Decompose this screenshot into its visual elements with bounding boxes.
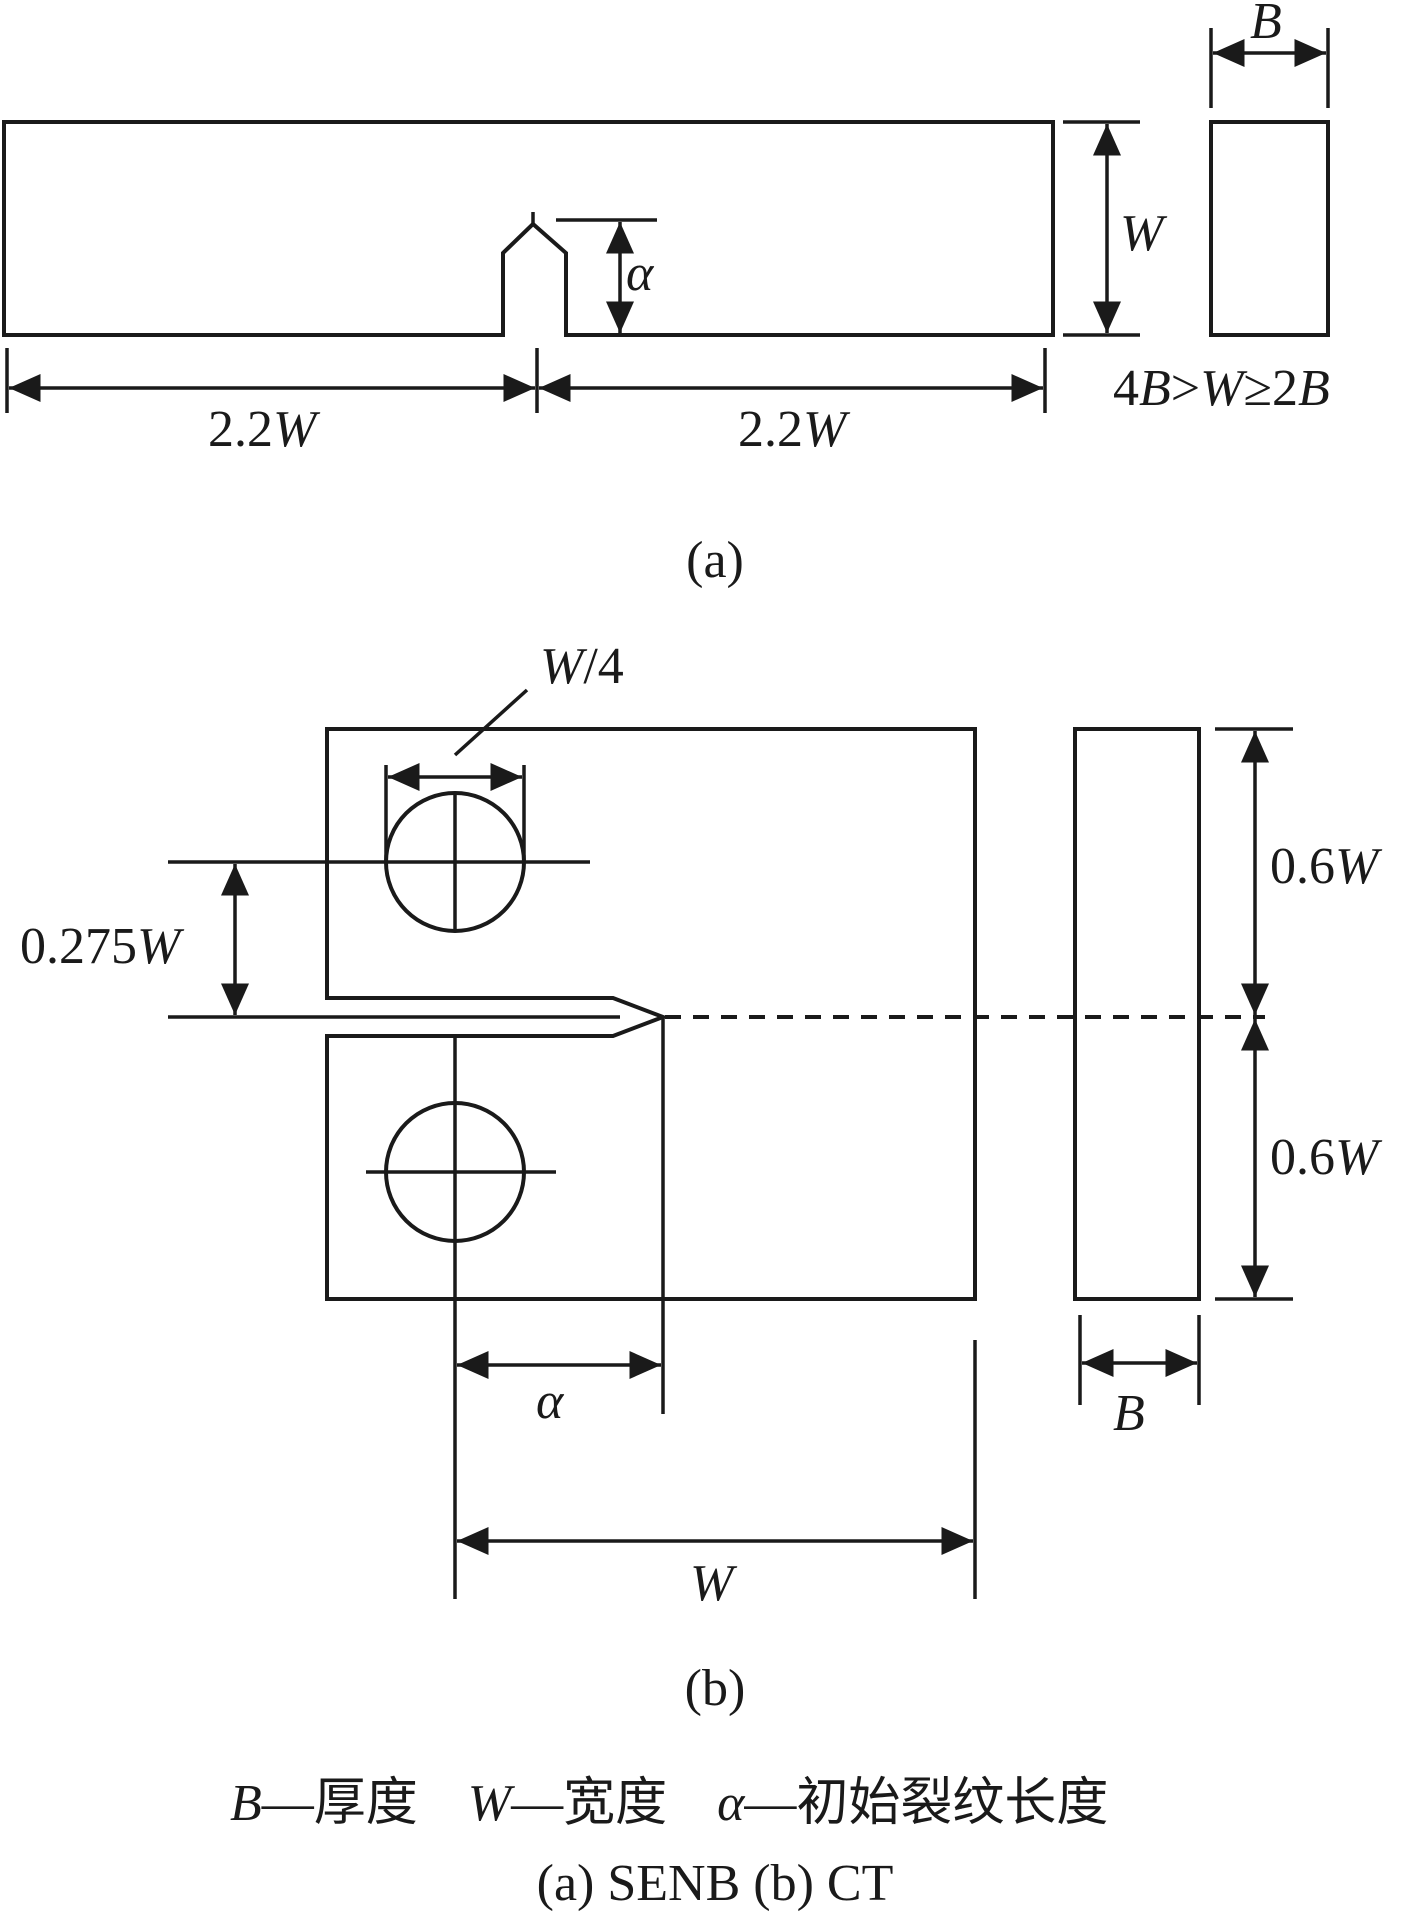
ct-figure: W/4 0.275W α W B 0.6W 0.6W [20,638,1383,1717]
ct-b-label: B [1113,1385,1145,1442]
senb-w-label: W [1120,205,1168,262]
ct-w-label: W [690,1555,738,1612]
ct-h-label-top: 0.6W [1270,838,1383,895]
ct-h-label-bottom: 0.6W [1270,1129,1383,1186]
senb-a-label: α [626,245,655,302]
senb-b-label: B [1250,0,1282,50]
ct-hole-label: W/4 [540,638,624,695]
caption-line: (a) SENB (b) CT [537,1855,894,1912]
subfigure-b-label: (b) [685,1660,746,1717]
senb-beam-outline [2,120,1055,337]
ct-a-label: α [536,1373,565,1430]
senb-len-label-right: 2.2W [738,401,851,458]
ct-side-view [1073,727,1201,1301]
senb-condition: 4B>W≥2B [1113,360,1330,417]
ct-offset-label: 0.275W [20,918,185,975]
senb-len-label-left: 2.2W [208,401,321,458]
senb-side-view [1209,120,1330,337]
ct-body-outline [325,727,977,1301]
subfigure-a-label: (a) [686,532,744,589]
ct-hole-leader [453,688,529,757]
senb-figure: α W 2.2W 2.2W B 4B>W≥2B (a) [2,0,1330,589]
